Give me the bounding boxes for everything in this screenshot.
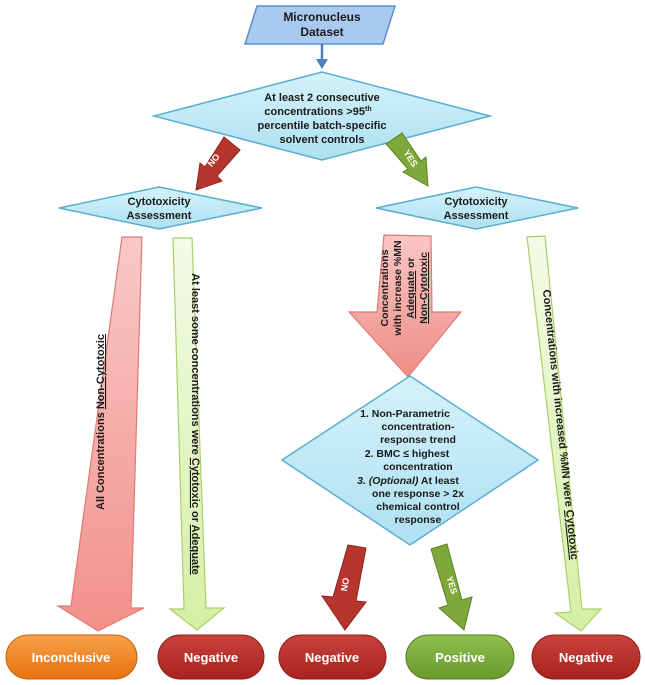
decision-bottom-line8: chemical control [376, 501, 460, 513]
decision-top-line4: solvent controls [280, 134, 365, 146]
arrow-some-cyto-text: At least some concentrations were Cytoto… [189, 273, 201, 575]
outcome-negative-1: Negative [157, 634, 265, 680]
cyto-left-line1: Cytotoxicity [128, 196, 192, 208]
outcome-negative-1-label: Negative [184, 650, 238, 665]
decision-bottom-line5: concentration [383, 461, 452, 473]
arrow-increased-cyto: Concentrations with increased %MN were C… [526, 235, 603, 632]
svg-text:Non-Cytotoxic: Non-Cytotoxic [418, 252, 430, 324]
decision-top-line2: concentrations >95th [264, 106, 371, 118]
svg-text:with increase %MN: with increase %MN [392, 240, 404, 336]
decision-bottom-line6: 3. (Optional) At least [357, 475, 459, 487]
arrow-all-noncyto: All Concentrations Non-Cytotoxic [55, 236, 145, 632]
outcome-negative-2: Negative [278, 634, 387, 680]
decision-bottom-line4: 2. BMC ≤ highest [365, 448, 450, 460]
start-node-shape [243, 5, 397, 45]
decision-bottom-line3: response trend [380, 434, 456, 446]
outcome-inconclusive-label: Inconclusive [32, 650, 111, 665]
bottom-no-label: NO [339, 577, 351, 592]
svg-text:Concentrations: Concentrations [379, 249, 391, 326]
arrow-all-noncyto-text: All Concentrations Non-Cytotoxic [95, 334, 107, 510]
connector-start-arrowhead [316, 59, 328, 69]
cyto-right-line1: Cytotoxicity [445, 196, 509, 208]
start-node-line2: Dataset [300, 25, 343, 39]
branch-no-arrow: NO [195, 136, 241, 191]
bottom-no-arrow: NO [320, 544, 367, 631]
decision-bottom-line1: 1. Non-Parametric [360, 408, 450, 420]
cyto-right-line2: Assessment [444, 210, 509, 222]
decision-top-shape [151, 71, 493, 161]
cyto-left-shape [58, 186, 263, 230]
cyto-right-shape [375, 186, 579, 230]
outcome-positive: Positive [405, 634, 515, 680]
outcome-negative-3: Negative [531, 634, 641, 680]
outcome-negative-3-label: Negative [559, 650, 613, 665]
arrow-increase-text: Concentrations with increase %MN Adequat… [379, 240, 430, 336]
cyto-left-line2: Assessment [127, 210, 192, 222]
decision-top-line3: percentile batch-specific [258, 120, 387, 132]
decision-bottom-line2: concentration- [382, 421, 455, 433]
arrow-some-cyto: At least some concentrations were Cytoto… [168, 237, 226, 631]
start-node-line1: Micronucleus [283, 10, 361, 24]
decision-bottom-line9: response [395, 514, 442, 526]
outcome-inconclusive: Inconclusive [5, 634, 138, 680]
bottom-yes-arrow: YES [430, 543, 473, 631]
arrow-increase: Concentrations with increase %MN Adequat… [347, 234, 463, 378]
outcome-negative-2-label: Negative [305, 650, 359, 665]
branch-yes-arrow: YES [385, 132, 429, 187]
decision-bottom-line7: one response > 2x [372, 488, 464, 500]
outcome-positive-label: Positive [435, 650, 485, 665]
svg-text:Adequate or: Adequate or [405, 257, 417, 318]
decision-bottom-shape [280, 375, 540, 546]
decision-top-line1: At least 2 consecutive [264, 92, 380, 104]
